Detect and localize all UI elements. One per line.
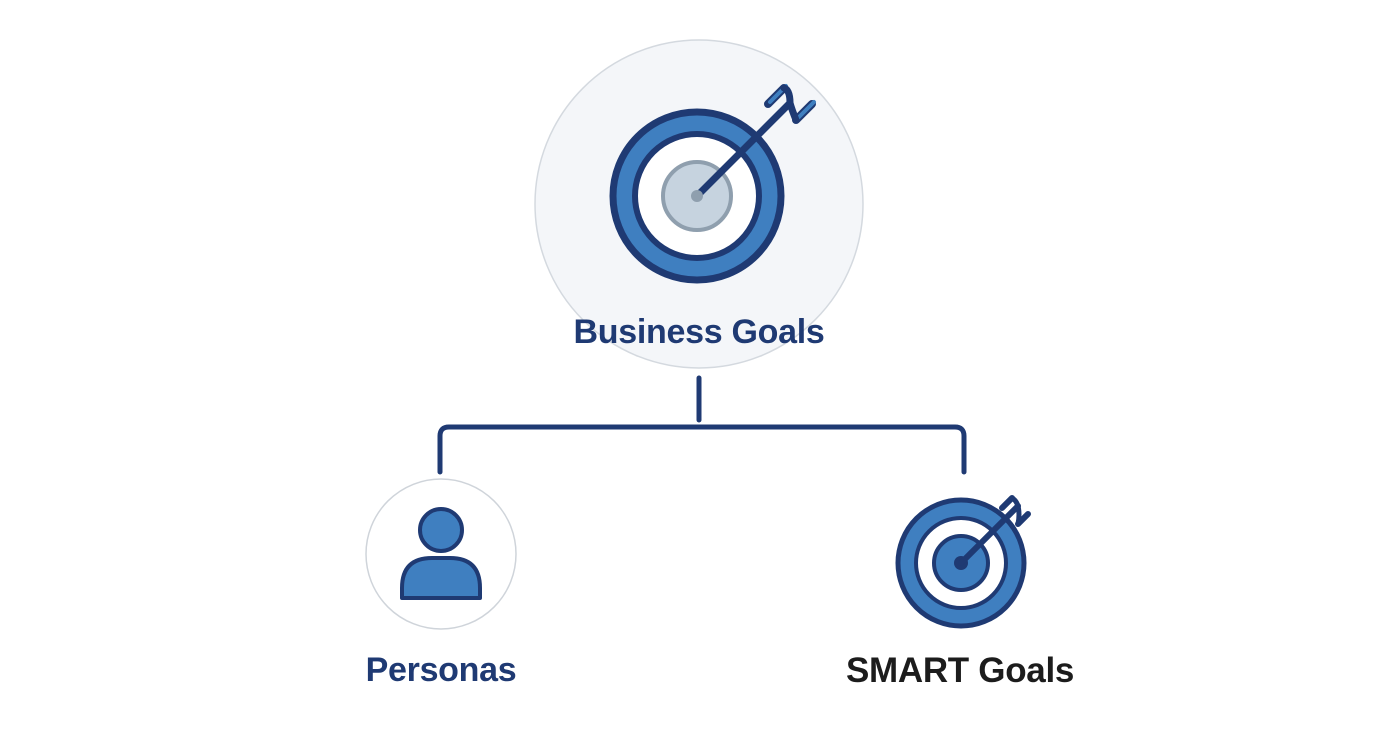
connector-lines — [437, 375, 967, 475]
root-node-label: Business Goals — [573, 313, 825, 351]
root-node[interactable] — [534, 39, 864, 369]
person-icon — [400, 507, 482, 600]
smart-goals-label: SMART Goals — [845, 651, 1075, 690]
target-arrow-icon — [895, 495, 1031, 629]
personas-node-circle — [365, 478, 517, 630]
personas-label: Personas — [365, 651, 517, 689]
smart-goals-node[interactable] — [895, 495, 1031, 629]
target-arrow-icon — [609, 84, 816, 284]
personas-node[interactable] — [365, 478, 517, 630]
